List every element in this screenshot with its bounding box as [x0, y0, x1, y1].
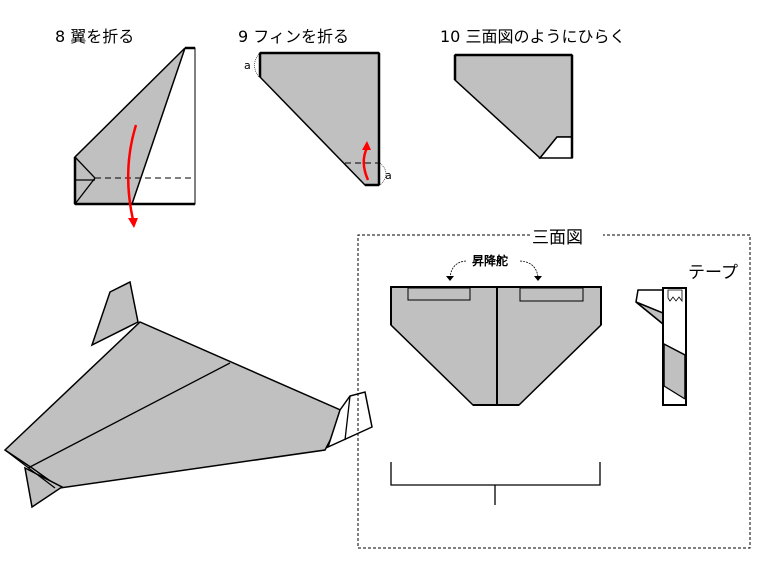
three-view-title: 三面図: [532, 228, 583, 248]
elevator-left: [407, 287, 471, 301]
step-9: 9 フィンを折る a a: [238, 27, 392, 187]
elevator-label: 昇降舵: [472, 253, 508, 268]
tape-icon: [667, 289, 683, 303]
step-10-title: 10 三面図のようにひらく: [440, 27, 625, 46]
span-bracket: [390, 462, 601, 486]
step-8: 8 翼を折る: [55, 27, 196, 228]
fin-fold-shape: [259, 52, 380, 186]
label-a-top: a: [244, 59, 251, 72]
step-8-title: 8 翼を折る: [55, 27, 134, 46]
tape-label: テープ: [688, 263, 738, 283]
finished-airplane: [3, 280, 373, 509]
step-10: 10 三面図のようにひらく: [440, 27, 625, 160]
fold-arrow: [126, 124, 138, 221]
side-view: [635, 287, 687, 406]
label-a-bottom: a: [385, 169, 392, 182]
fold-up-arrow: [362, 147, 370, 181]
elevator-right: [519, 287, 584, 302]
three-view-panel: 三面図 昇降舵 テープ: [357, 228, 751, 549]
step-9-title: 9 フィンを折る: [238, 27, 349, 46]
